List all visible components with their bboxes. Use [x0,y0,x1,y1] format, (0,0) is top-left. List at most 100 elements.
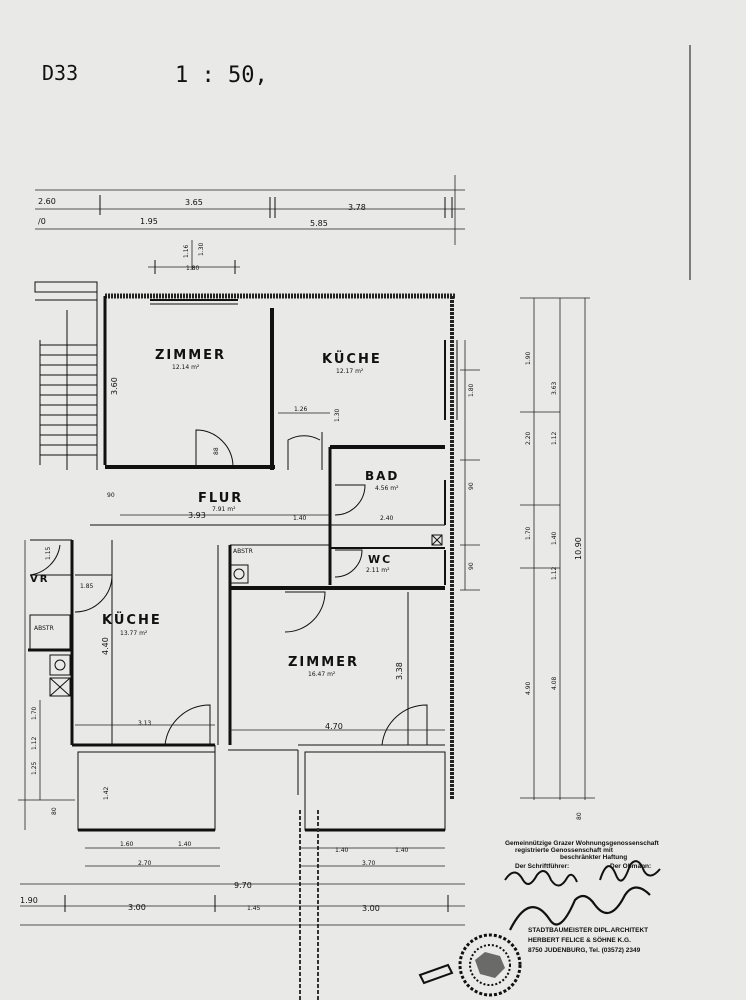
room-kuche-top: KÜCHE [322,351,382,367]
stamp-firm-3: 8750 JUDENBURG, Tel. (03572) 2349 [528,947,641,954]
svg-text:3.63: 3.63 [551,381,558,395]
svg-text:1.70: 1.70 [31,706,38,720]
svg-text:4.70: 4.70 [325,722,343,731]
dim-total-width: 9.70 [234,881,252,890]
svg-text:1.70: 1.70 [525,526,532,540]
room-labels: ZIMMER 12.14 m² KÜCHE 12.17 m² FLUR 7.91… [34,348,399,678]
plan-code: D33 [42,61,78,85]
left-dimension-chains: 1.85 1.15 1.70 1.12 1.25 80 VR [18,540,94,830]
room-kuche-top-area: 12.17 m² [336,368,364,375]
label-abstr-2: ABSTR [34,625,54,632]
svg-text:/0: /0 [38,217,46,226]
room-wc-area: 2.11 m² [366,567,390,574]
svg-text:1.40: 1.40 [551,531,558,545]
room-bad: BAD [365,469,399,483]
svg-text:1.90: 1.90 [20,896,38,905]
svg-text:3.13: 3.13 [138,720,152,727]
svg-text:3.00: 3.00 [362,904,380,913]
stamp-line-1: Gemeinnützige Grazer Wohnungsgenossensch… [505,840,660,847]
svg-text:4.90: 4.90 [525,681,532,695]
dim-top-1: 2.60 [38,197,56,206]
svg-text:1.40: 1.40 [395,847,409,854]
svg-text:1.15: 1.15 [45,546,52,560]
signature-left [504,870,578,887]
svg-text:1.30: 1.30 [334,408,341,422]
stamp-firm-1: STADTBAUMEISTER DIPL.ARCHITEKT [528,927,648,934]
svg-text:3.60: 3.60 [110,377,119,395]
room-flur: FLUR [198,491,243,506]
plan-scale: 1 : 50, [175,63,268,88]
svg-text:90: 90 [468,562,475,570]
svg-text:1.25: 1.25 [31,761,38,775]
dim-top-3: 3.78 [348,203,366,212]
dim-top-5: 5.85 [310,219,328,228]
svg-text:4.40: 4.40 [101,637,110,655]
svg-text:1.40: 1.40 [335,847,349,854]
svg-text:1.16: 1.16 [183,244,190,258]
signature-right [599,860,661,882]
svg-text:1.30: 1.30 [198,242,205,256]
svg-text:1.26: 1.26 [294,406,308,413]
svg-text:1.40: 1.40 [178,841,192,848]
room-wc: WC [368,553,392,566]
svg-text:1.85: 1.85 [80,583,94,590]
svg-text:1.60: 1.60 [120,841,134,848]
svg-text:3.93: 3.93 [188,511,206,520]
stamp-firm-2: HERBERT FELICE & SÖHNE K.G. [528,935,631,944]
stamp-role-right: Der Obmann: [610,863,651,870]
dim-top-4: 1.95 [140,217,158,226]
svg-text:1.80: 1.80 [186,265,200,272]
svg-text:1.12: 1.12 [551,566,558,580]
interior-dimensions: 3.60 1.26 1.30 1.80 3.93 1.40 2.40 4.40 … [75,377,475,800]
svg-text:80: 80 [576,812,583,820]
svg-text:4.08: 4.08 [551,676,558,690]
exterior-walls [70,293,458,800]
interior-walls [28,308,445,745]
balconies [77,751,446,1000]
top-dimension-chains: 2.60 3.65 3.78 1.95 5.85 /0 [35,175,465,245]
room-zimmer-top-area: 12.14 m² [172,364,200,371]
window-dimension: 1.16 1.30 1.80 [148,240,240,274]
room-flur-area: 7.91 m² [212,506,236,513]
svg-text:3.38: 3.38 [395,662,404,680]
svg-text:1.12: 1.12 [31,736,38,750]
staircase [34,281,98,470]
svg-text:1.80: 1.80 [468,383,475,397]
signature-architect [509,886,651,931]
svg-text:2.40: 2.40 [380,515,394,522]
svg-text:88: 88 [213,447,220,455]
door-swings [29,429,428,746]
room-bad-area: 4.56 m² [375,485,399,492]
round-seal [458,933,522,997]
svg-text:2.20: 2.20 [525,431,532,445]
svg-text:VR: VR [30,574,49,585]
svg-text:80: 80 [51,807,58,815]
svg-text:10.90: 10.90 [574,537,583,560]
stamp-line-2: registrierte Genossenschaft mit [515,847,614,854]
svg-text:1.40: 1.40 [293,515,307,522]
svg-text:1.42: 1.42 [103,786,110,800]
bottom-dimension-chains: 1.60 1.40 1.40 1.40 2.70 3.70 9.70 1.90 … [20,841,465,926]
svg-text:1.45: 1.45 [247,905,261,912]
label-abstr-1: ABSTR [233,548,253,555]
stair-steps [40,344,97,456]
right-dimension-chains: 1.90 2.20 1.70 4.90 3.63 1.12 1.40 1.12 … [460,297,595,820]
approval-stamp: Gemeinnützige Grazer Wohnungsgenossensch… [418,840,661,997]
room-kuche-bottom: KÜCHE [102,612,162,628]
stamp-role-left: Der Schriftführer: [515,863,569,870]
room-zimmer-bottom: ZIMMER [288,655,359,670]
room-kuche-bottom-area: 13.77 m² [120,630,148,637]
svg-text:3.70: 3.70 [362,860,376,867]
room-zimmer-top: ZIMMER [155,348,226,363]
svg-text:2.70: 2.70 [138,860,152,867]
dim-top-2: 3.65 [185,198,203,207]
svg-text:90: 90 [468,482,475,490]
stamp-line-3: beschränkter Haftung [560,854,627,861]
room-zimmer-bottom-area: 16.47 m² [308,671,336,678]
svg-text:90: 90 [107,492,115,499]
svg-text:1.90: 1.90 [525,351,532,365]
svg-text:3.00: 3.00 [128,903,146,912]
svg-text:1.12: 1.12 [551,431,558,445]
